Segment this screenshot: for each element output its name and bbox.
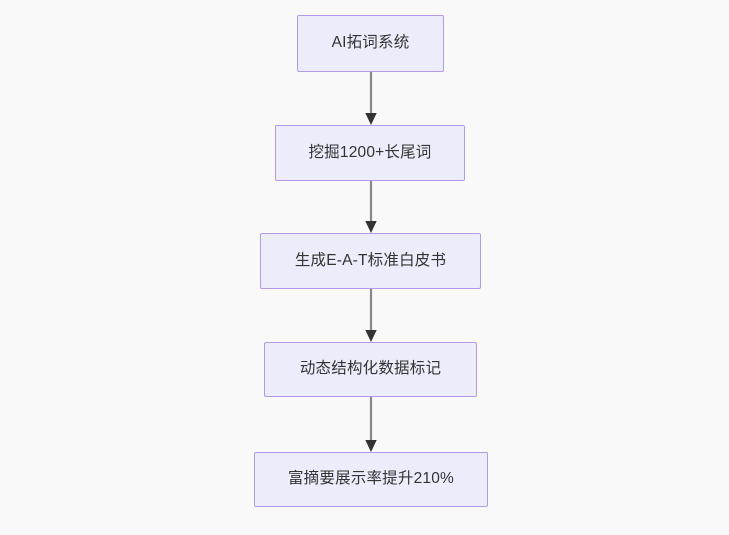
edge-node3-to-node4 (361, 289, 381, 342)
edge-node2-to-node3 (361, 181, 381, 233)
flow-node-label: 挖掘1200+长尾词 (308, 143, 432, 161)
edge-node4-to-node5 (361, 397, 381, 452)
flow-node-ai-keyword-system[interactable]: AI拓词系统 (297, 15, 444, 72)
flow-node-label: 富摘要展示率提升210% (287, 470, 455, 488)
flow-node-label: 动态结构化数据标记 (299, 360, 442, 378)
flow-node-label: 生成E-A-T标准白皮书 (294, 251, 447, 269)
flow-node-generate-eat-whitepaper[interactable]: 生成E-A-T标准白皮书 (260, 233, 481, 289)
flow-node-rich-snippet-impression-increase[interactable]: 富摘要展示率提升210% (254, 452, 488, 507)
flow-node-label: AI拓词系统 (331, 34, 410, 52)
flow-node-mine-longtail-keywords[interactable]: 挖掘1200+长尾词 (275, 125, 465, 181)
edge-node1-to-node2 (361, 72, 381, 125)
flow-node-dynamic-structured-data-markup[interactable]: 动态结构化数据标记 (264, 342, 477, 397)
